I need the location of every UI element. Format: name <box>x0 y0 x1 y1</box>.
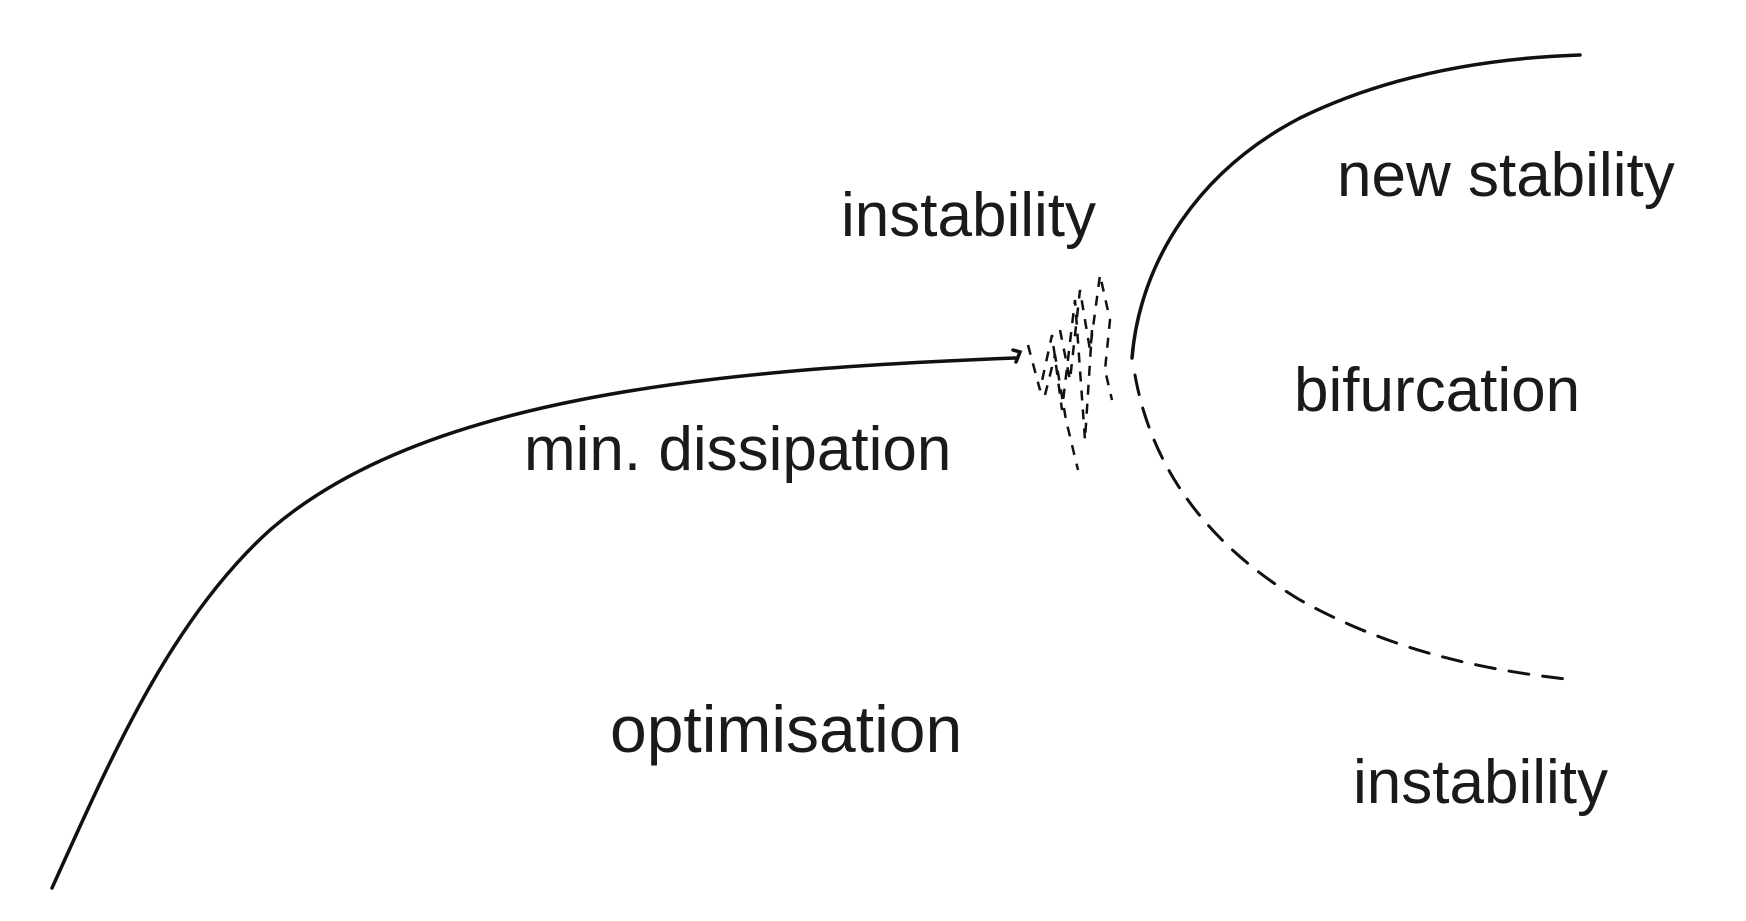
label-new-stability: new stability <box>1337 141 1675 210</box>
label-min-dissipation: min. dissipation <box>524 415 952 484</box>
main-curve-end-hook <box>1011 348 1023 364</box>
label-instability-bottom: instability <box>1353 748 1608 817</box>
unstable-branch-lower <box>1133 373 1577 682</box>
stable-branch-upper <box>1130 53 1582 360</box>
label-instability-top: instability <box>841 181 1096 250</box>
fluctuation-zone <box>1026 274 1114 471</box>
main-curve <box>50 356 1017 890</box>
label-bifurcation: bifurcation <box>1294 356 1581 425</box>
label-optimisation: optimisation <box>610 692 963 766</box>
